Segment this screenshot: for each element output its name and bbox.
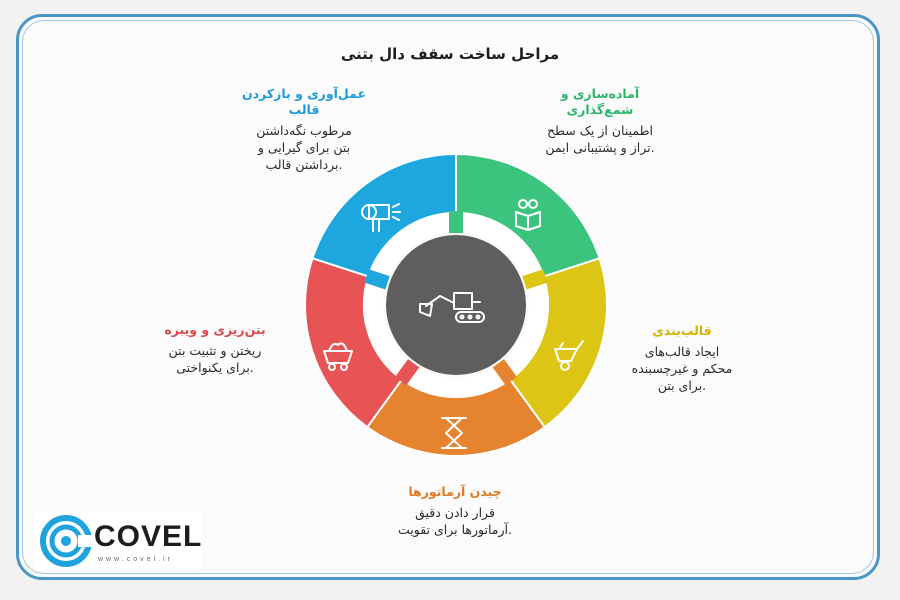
mine-cart-icon <box>323 342 353 371</box>
card-inner-border <box>22 20 874 574</box>
reading-book-icon <box>515 199 541 231</box>
step-description: مرطوب نگه‌داشتن بتن برای گیرایی و .برداش… <box>256 123 352 172</box>
step-curing-formwork-removal: عمل‌آوری و بازکردن قالب مرطوب نگه‌داشتن … <box>238 86 370 173</box>
scissor-lift-icon <box>441 417 467 449</box>
ring-connector <box>364 269 390 290</box>
covel-logo-mark-icon <box>40 515 92 567</box>
wheel-ring <box>363 211 549 398</box>
wheelbarrow-icon <box>554 340 584 371</box>
step-description: ایجاد قالب‌های محکم و غیرچسبنده .برای بت… <box>631 344 733 393</box>
step-description: قرار دادن دقیق .آرماتورها برای تقویت <box>398 505 512 537</box>
excavator-icon <box>419 292 485 323</box>
covel-logo: COVEL www.covel.ir <box>34 512 202 570</box>
step-title: آماده‌سازی و شمع‌گذاری <box>560 86 640 117</box>
step-description: اطمینان از یک سطح .تراز و پشتیبانی ایمن <box>545 123 655 155</box>
logo-wordmark: COVEL <box>94 520 203 553</box>
center-hub <box>386 235 526 375</box>
step-title: چیدن آرماتورها <box>408 484 502 499</box>
step-title: عمل‌آوری و بازکردن قالب <box>242 86 366 117</box>
step-concrete-pouring-vibration: بتن‌ریزی و ویبره ریختن و تثبیت بتن .برای… <box>150 322 280 376</box>
step-title: قالب‌بندی <box>652 323 712 338</box>
step-description: ریختن و تثبیت بتن .برای یکنواختی <box>168 343 262 375</box>
page-title: مراحل ساخت سقف دال بتنی <box>340 45 560 63</box>
ring-connector <box>395 359 420 386</box>
step-formwork: قالب‌بندی ایجاد قالب‌های محکم و غیرچسبند… <box>612 323 752 394</box>
step-rebar-placement: چیدن آرماتورها قرار دادن دقیق .آرماتورها… <box>380 484 530 538</box>
step-title: بتن‌ریزی و ویبره <box>164 322 266 337</box>
ring-connector <box>492 359 517 386</box>
step-preparation-shoring: آماده‌سازی و شمع‌گذاری اطمینان از یک سطح… <box>530 86 670 156</box>
ring-connector <box>522 269 548 290</box>
hair-dryer-icon <box>361 203 401 232</box>
logo-url: www.covel.ir <box>98 556 173 563</box>
